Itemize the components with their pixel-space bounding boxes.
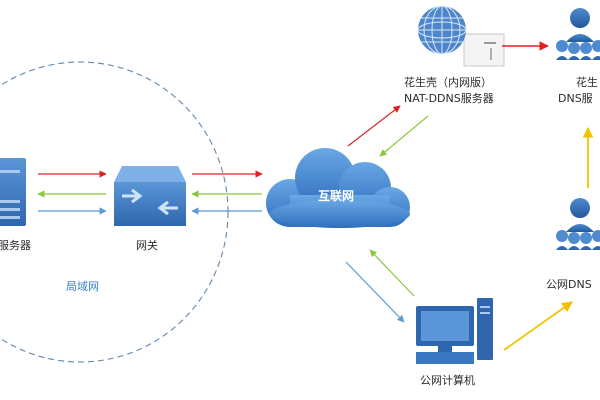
arrow-internet-to-computer-blue [345,261,405,323]
cloud-icon [266,148,410,228]
people-network-icon-top [556,8,600,60]
gateway-label: 网关 [136,238,158,252]
huasheng-label-line2: NAT-DDNS服务器 [404,92,494,105]
gateway-router-icon [114,166,186,226]
server-label: 服务器 [0,239,31,252]
lan-label: 局域网 [66,280,99,293]
arrow-computer-to-internet-green [369,249,415,297]
huasheng-label-line1: 花生壳（内网版） [404,75,492,89]
dns-top-label-line2: DNS服 [558,92,593,105]
lan-boundary [0,61,229,363]
people-network-icon-public-dns [556,198,600,250]
dns-top-label-line1: 花生 [576,75,598,89]
arrow-computer-to-public-dns-yellow [503,301,573,351]
internet-label: 互联网 [318,189,354,203]
public-computer-label: 公网计算机 [420,373,475,387]
globe-server-icon [417,5,505,67]
server-icon [0,158,26,226]
arrow-huasheng-to-internet-green [379,115,429,157]
desktop-computer-icon [416,298,493,364]
arrow-internet-to-huasheng-red [347,105,401,147]
public-dns-label: 公网DNS [546,278,592,291]
